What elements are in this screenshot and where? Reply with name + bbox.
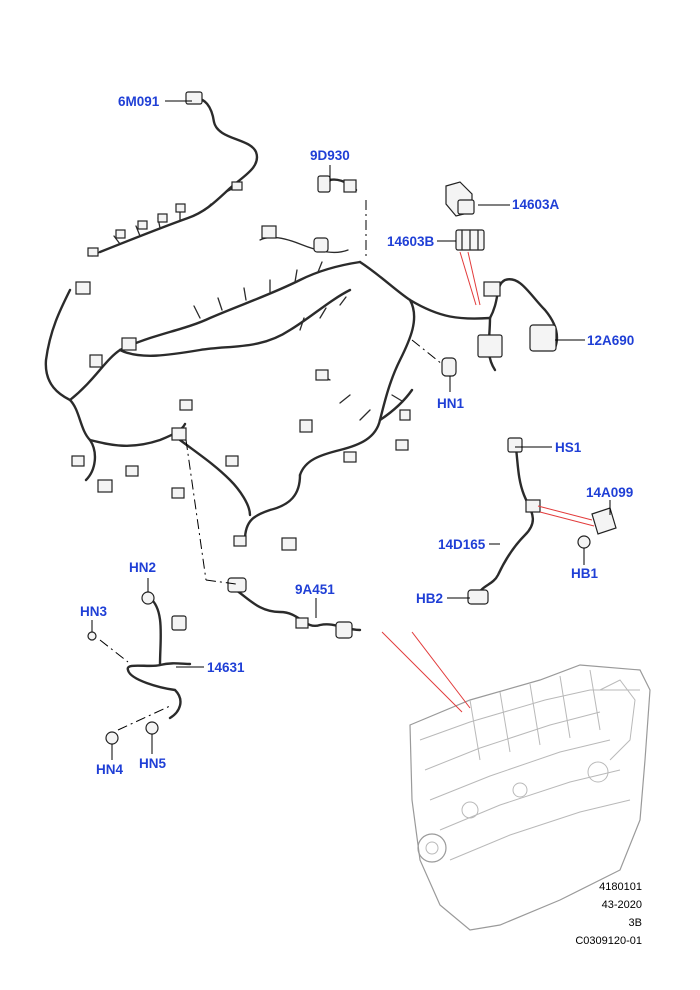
dash-dot-lines xyxy=(99,200,443,731)
callout-hn2: HN2 xyxy=(129,560,157,575)
callout-hn5: HN5 xyxy=(139,756,167,771)
main-engine-harness xyxy=(44,225,492,551)
reference-line-2: 43-2020 xyxy=(601,899,642,911)
harness-12a690 xyxy=(477,278,559,372)
callout-14a099: 14A099 xyxy=(586,485,634,500)
callout-12a690: 12A690 xyxy=(587,333,635,348)
callout-hn1: HN1 xyxy=(437,396,465,411)
red-relation-lines xyxy=(381,251,595,713)
callout-hb1: HB1 xyxy=(571,566,599,581)
reference-line-3: 3B xyxy=(628,917,642,929)
connector-14603b xyxy=(455,229,485,251)
callout-hs1: HS1 xyxy=(555,440,582,455)
callout-9a451: 9A451 xyxy=(295,582,335,597)
harness-6m091 xyxy=(87,91,259,257)
connector-14603a xyxy=(445,181,475,217)
sensor-9d930 xyxy=(317,175,358,193)
callout-14631: 14631 xyxy=(207,660,245,675)
callout-hn4: HN4 xyxy=(96,762,124,777)
callout-hn3: HN3 xyxy=(80,604,108,619)
nut-hn1 xyxy=(441,357,457,377)
callout-14603b: 14603B xyxy=(387,234,435,249)
callout-9d930: 9D930 xyxy=(310,148,350,163)
engine-block-illustration xyxy=(409,664,651,931)
reference-line-4: C0309120-01 xyxy=(575,935,642,947)
callout-6m091: 6M091 xyxy=(118,94,160,109)
harness-9a451 xyxy=(227,577,362,639)
callout-14d165: 14D165 xyxy=(438,537,486,552)
callout-hb2: HB2 xyxy=(416,591,444,606)
callout-14603a: 14603A xyxy=(512,197,560,212)
reference-line-1: 4180101 xyxy=(599,881,642,893)
leader-lines xyxy=(91,100,611,760)
